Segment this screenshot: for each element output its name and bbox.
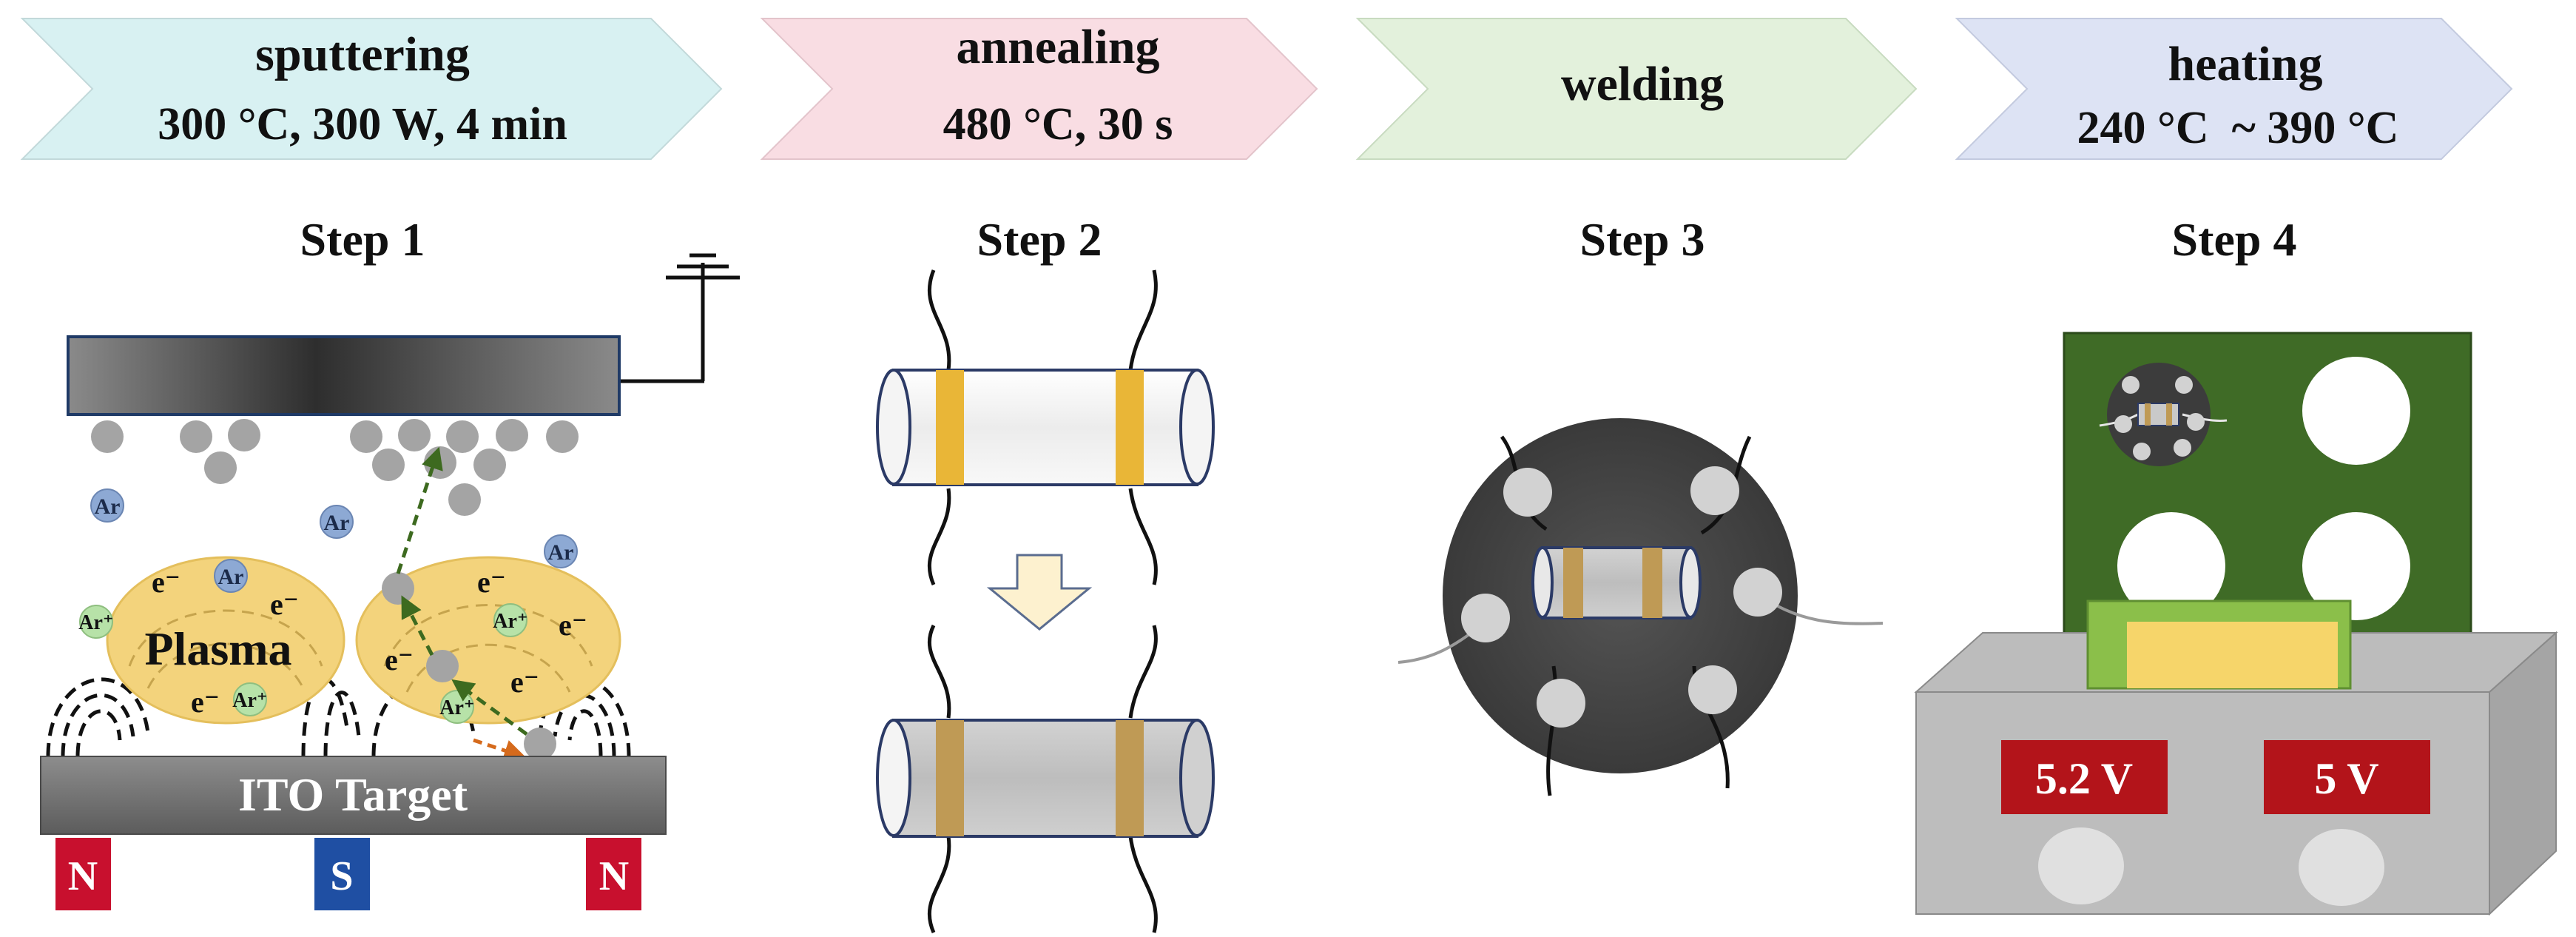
svg-text:Ar⁺: Ar⁺ (493, 610, 527, 633)
plasma-label: Plasma (144, 622, 291, 675)
control-knob (2038, 827, 2124, 904)
banner-params-2: 480 °C, 30 s (943, 99, 1173, 150)
svg-text:Ar: Ar (218, 565, 244, 589)
step-label-2: Step 2 (977, 213, 1102, 266)
argon-atom: Ar (90, 488, 124, 523)
svg-text:e⁻: e⁻ (385, 643, 414, 676)
ion-impact-arrow (473, 738, 527, 762)
banner-title-1: sputtering (255, 27, 470, 81)
magnet-n-left (55, 838, 111, 910)
banner-sputtering: sputtering 300 °C, 300 W, 4 min (20, 18, 723, 160)
board-hole (2117, 512, 2225, 620)
argon-ion: Ar⁺ (232, 682, 268, 716)
argon-atom: Ar (544, 534, 578, 568)
sensor-tube (1531, 546, 1702, 619)
magnet-s (314, 838, 370, 910)
trajectory-arrow (396, 446, 528, 736)
banner-params-1: 300 °C, 300 W, 4 min (158, 99, 567, 150)
svg-text:Ar⁺: Ar⁺ (232, 689, 267, 712)
plasma-cloud-left (106, 556, 345, 725)
argon-atom: Ar (214, 559, 248, 593)
argon-ion: Ar⁺ (493, 603, 528, 637)
ito-target-label: ITO Target (238, 768, 468, 821)
plasma-cloud-right (355, 556, 621, 725)
heating-setup: 5.2 V 5 V (1914, 332, 2558, 916)
banner-arrow-4 (1955, 18, 2513, 160)
argon-ion: Ar⁺ (78, 605, 114, 639)
annealing-tubes (876, 269, 1215, 934)
ground-icon (618, 253, 740, 383)
mounted-sensor (2099, 363, 2228, 466)
sputtering-chamber: Ar Ar Ar Pl (40, 253, 740, 910)
svg-text:Ar⁺: Ar⁺ (78, 611, 113, 634)
svg-text:N: N (599, 853, 629, 899)
lead-wire (927, 624, 1158, 934)
step-label-1: Step 1 (300, 213, 425, 266)
heater-element (2127, 622, 2338, 688)
ejected-atom (524, 728, 556, 760)
svg-text:e⁻: e⁻ (270, 588, 299, 621)
banner-title-4: heating (2168, 37, 2322, 91)
ceramic-tube-after (876, 719, 1215, 838)
svg-text:Ar⁺: Ar⁺ (439, 696, 474, 719)
banner-arrow-2 (760, 18, 1318, 160)
substrate-electrode (67, 335, 621, 416)
svg-text:e⁻: e⁻ (559, 608, 587, 642)
voltage-display-right (2264, 740, 2430, 814)
electrode-band (936, 370, 964, 485)
voltage-readout-left: 5.2 V (2035, 754, 2133, 803)
svg-text:e⁻: e⁻ (477, 565, 506, 599)
svg-text:N: N (68, 853, 98, 899)
board-hole (2302, 512, 2410, 620)
board-hole (2302, 357, 2410, 465)
ejected-atom (426, 650, 459, 682)
process-arrow-icon (986, 554, 1093, 631)
banner-arrow-1 (20, 18, 723, 160)
argon-ion: Ar⁺ (439, 690, 475, 724)
step-label-4: Step 4 (2172, 213, 2297, 266)
ceramic-tube-before (876, 369, 1215, 486)
banner-arrow-3 (1355, 18, 1918, 160)
plasma-confinement-lines (128, 604, 593, 693)
sputtered-particles (91, 419, 579, 516)
electrode-band (1116, 720, 1144, 836)
svg-text:Ar: Ar (548, 540, 574, 565)
svg-text:Ar: Ar (324, 511, 350, 535)
banner-title-2: annealing (956, 20, 1159, 74)
ito-target (40, 756, 667, 835)
svg-text:e⁻: e⁻ (191, 685, 220, 719)
magnet-n-right (586, 838, 641, 910)
svg-text:e⁻: e⁻ (152, 565, 181, 599)
voltage-readout-right: 5 V (2314, 754, 2378, 803)
ejected-atom (382, 572, 414, 605)
control-knob (2299, 829, 2384, 906)
lead-wire (927, 269, 1158, 586)
banner-annealing: annealing 480 °C, 30 s (760, 18, 1318, 160)
banner-welding: welding (1355, 18, 1918, 160)
banner-heating: heating 240 °C ~ 390 °C (1955, 18, 2513, 160)
banner-title-3: welding (1561, 57, 1724, 111)
svg-text:S: S (330, 853, 353, 899)
argon-atom: Ar (320, 505, 354, 539)
banner-params-4: 240 °C ~ 390 °C (2077, 103, 2399, 153)
welding-pad (1461, 466, 1782, 728)
svg-text:e⁻: e⁻ (510, 665, 539, 699)
svg-text:Ar: Ar (95, 494, 121, 519)
welding-assembly (1397, 418, 1884, 796)
step-label-3: Step 3 (1580, 213, 1705, 266)
voltage-display-left (2001, 740, 2168, 814)
electrode-band (936, 720, 964, 836)
electron-label: e⁻ e⁻ e⁻ e⁻ e⁻ e⁻ e⁻ (152, 565, 587, 719)
electrode-band (1116, 370, 1144, 485)
